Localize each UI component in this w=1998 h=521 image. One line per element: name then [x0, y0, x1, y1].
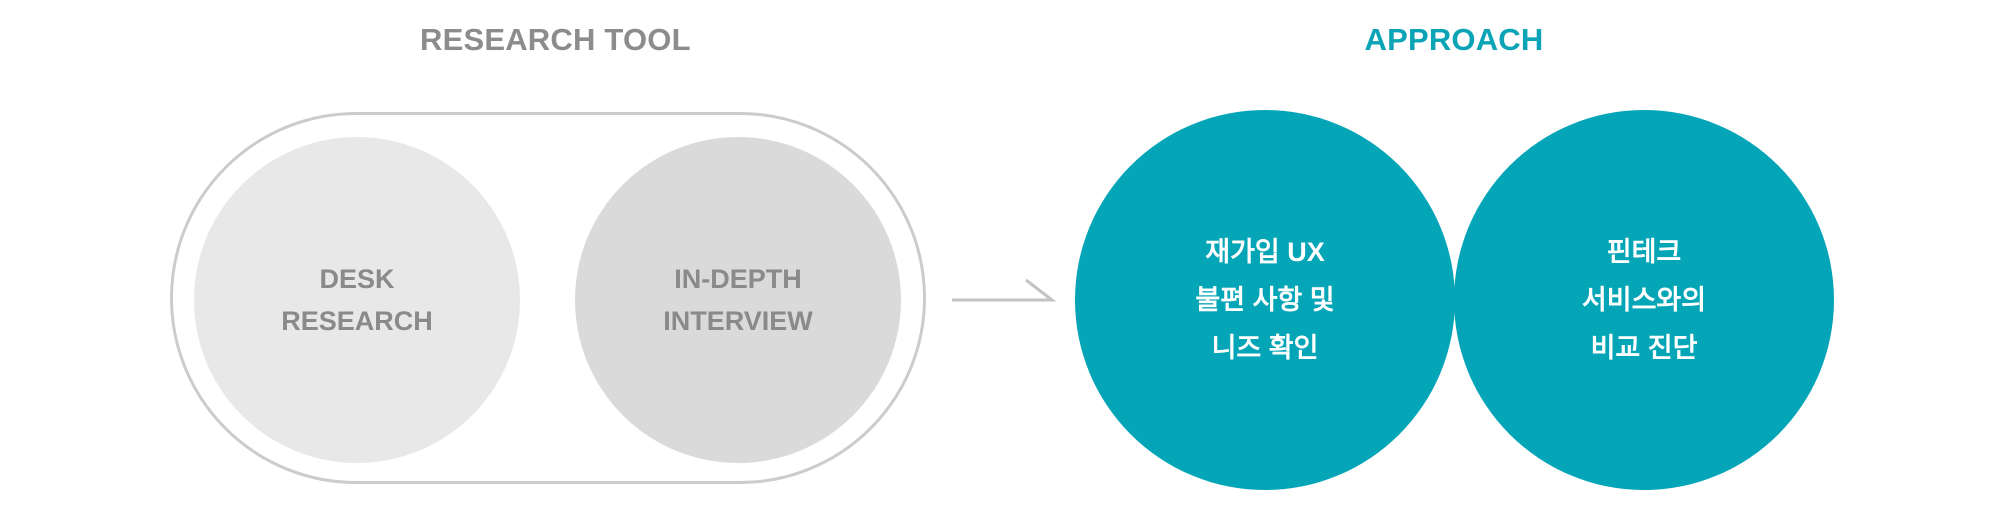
desk-research-label-line1: DESK: [319, 264, 395, 294]
interview-label-line1: IN-DEPTH: [674, 264, 802, 294]
approach-ux-line1: 재가입 UX: [1205, 237, 1325, 267]
approach-fintech-line2: 서비스와의: [1581, 285, 1707, 315]
desk-research-label-line2: RESEARCH: [281, 306, 433, 336]
approach-ux-line3: 니즈 확인: [1211, 333, 1319, 363]
approach-fintech-line3: 비교 진단: [1590, 333, 1698, 363]
approach-heading: APPROACH: [1364, 22, 1544, 57]
approach-fintech-circle: 핀테크 서비스와의 비교 진단: [1454, 110, 1834, 490]
approach-ux-line2: 불편 사항 및: [1195, 285, 1335, 315]
desk-research-circle: DESK RESEARCH: [194, 137, 520, 463]
approach-fintech-line1: 핀테크: [1606, 237, 1682, 267]
interview-label-line2: INTERVIEW: [663, 306, 813, 336]
in-depth-interview-circle: IN-DEPTH INTERVIEW: [575, 137, 901, 463]
approach-ux-circle: 재가입 UX 불편 사항 및 니즈 확인: [1075, 110, 1455, 490]
research-tool-heading: RESEARCH TOOL: [420, 22, 691, 57]
arrow-right-icon: [952, 278, 1056, 302]
